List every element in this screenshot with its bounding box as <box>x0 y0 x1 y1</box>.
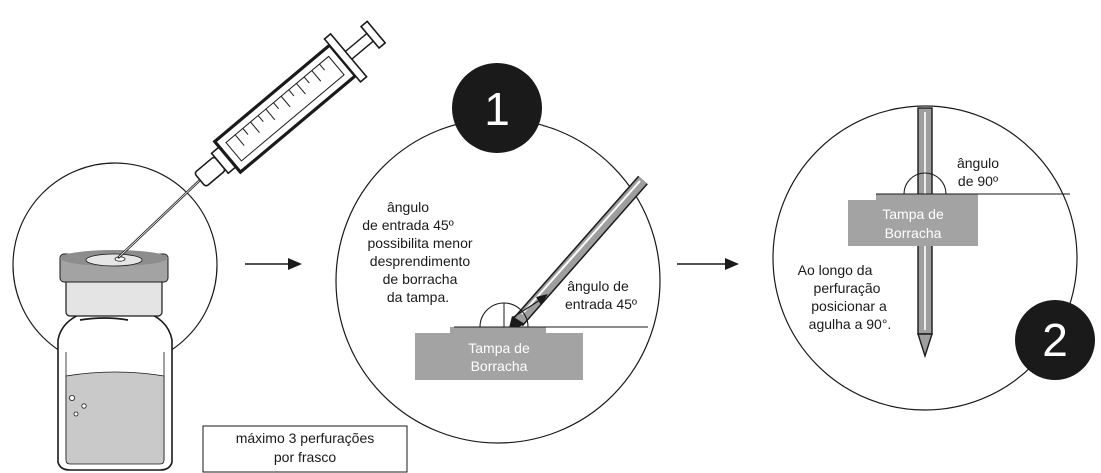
step-1-explanation-line-2: de entrada 45º <box>362 217 454 233</box>
syringe <box>194 20 387 187</box>
vial-liquid <box>65 371 165 465</box>
stopper-label-step-1-line-2: Borracha <box>471 358 528 374</box>
angle-pointer-head-step-1 <box>536 294 548 305</box>
bubble <box>73 411 79 417</box>
step-1-panel: Tampa de Borracha ângulo de entrada 45º … <box>335 63 661 444</box>
step-2-angle-label-line-2: de 90º <box>958 173 998 189</box>
angle-arc-step-2 <box>903 172 947 195</box>
vial-cap-seal <box>85 253 143 267</box>
step-1-badge <box>452 63 542 153</box>
bubble <box>81 403 87 409</box>
arrow-to-step-1 <box>245 258 302 270</box>
perforation-note-line-1: máximo 3 perfurações <box>236 430 375 446</box>
step-2-panel: Tampa de Borracha ângulo de 90º Ao longo… <box>772 105 1095 411</box>
step-1-number: 1 <box>484 83 510 135</box>
syringe-barrel-inner <box>225 55 345 162</box>
step-1-angle-label-line-1: ângulo de <box>567 278 629 294</box>
syringe-scale <box>234 63 325 146</box>
stopper-label-step-1-line-1: Tampa de <box>468 340 530 356</box>
bubble <box>69 394 76 401</box>
rubber-stopper-lip-step-2 <box>876 194 978 200</box>
step-2-explanation-line-2: perfuração <box>814 280 881 296</box>
step-1-explanation-line-5: de borracha <box>383 271 458 287</box>
step-2-explanation-line-3: posicionar a <box>811 298 887 314</box>
angle-pointer-step-1 <box>511 299 541 319</box>
step-2-badge <box>1015 300 1095 380</box>
perforation-note-box <box>202 425 408 473</box>
step-1-explanation-line-6: da tampa. <box>387 289 449 305</box>
rubber-stopper-lip-step-1 <box>450 327 546 333</box>
perforation-note-line-2: por frasco <box>274 449 336 465</box>
step-1-explanation-line-1: ângulo <box>387 199 429 215</box>
arrow-to-step-2 <box>677 258 739 270</box>
step-2-explanation-line-1: Ao longo da <box>798 262 873 278</box>
syringe-plunger-cap <box>359 20 387 50</box>
vial-neck-mark <box>79 317 129 321</box>
stopper-label-step-2-line-2: Borracha <box>885 225 942 241</box>
rubber-stopper-step-2 <box>848 200 978 246</box>
step-1-explanation-line-4: desprendimento <box>370 253 471 269</box>
rubber-stopper-step-1 <box>415 333 583 380</box>
step-2-number: 2 <box>1042 314 1068 366</box>
syringe-barrel <box>212 42 358 175</box>
step-1-explanation-line-3: possibilita menor <box>367 235 472 251</box>
step-2-angle-label-line-1: ângulo <box>957 155 999 171</box>
step-1-angle-label-line-2: entrada 45º <box>565 296 637 312</box>
step-2-explanation-line-4: agulha a 90°. <box>809 316 892 332</box>
vial-syringe-illustration: máximo 3 perfurações por frasco <box>12 20 408 473</box>
syringe-needle-core <box>118 179 201 258</box>
stopper-label-step-2-line-1: Tampa de <box>882 206 944 222</box>
